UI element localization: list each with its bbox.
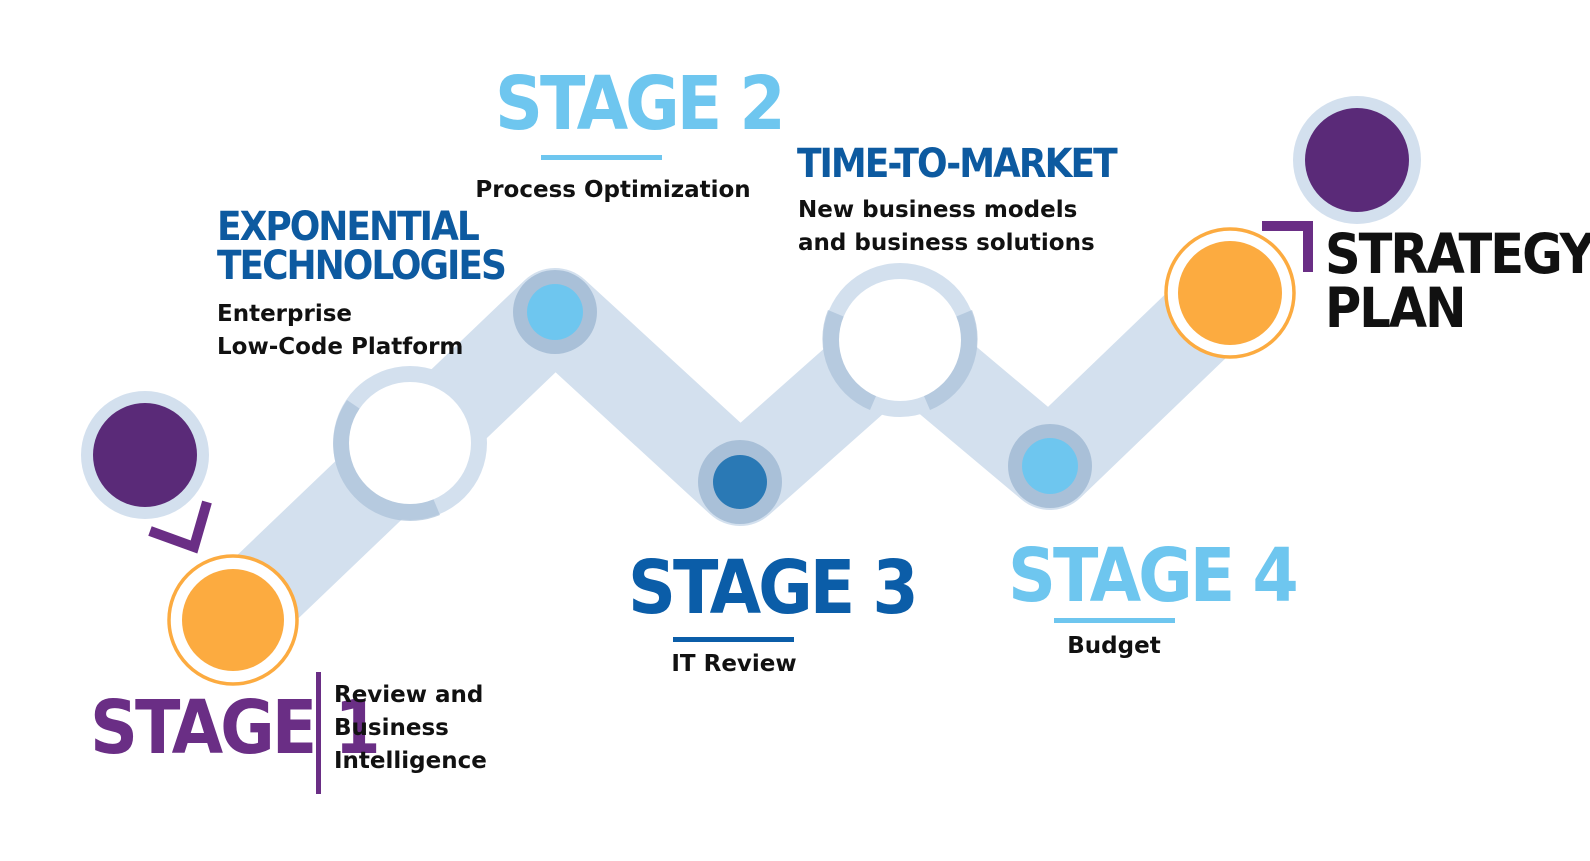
stage1-title: STAGE 1 — [90, 685, 381, 771]
stage1-description: Review and Business Intelligence — [334, 679, 487, 778]
stage1-divider — [316, 672, 321, 794]
start-node — [81, 391, 209, 519]
time-to-market-description: New business models and business solutio… — [798, 194, 1095, 260]
time-to-market-line: New business models — [798, 197, 1078, 223]
stage4-subtitle: Budget — [1067, 633, 1161, 659]
stage3-node — [698, 440, 782, 524]
stage1-line: Review and — [334, 682, 484, 708]
exponential-line: Low-Code Platform — [217, 334, 464, 360]
end-node — [1293, 96, 1421, 224]
stage2-node — [513, 270, 597, 354]
stage3-subtitle: IT Review — [671, 651, 797, 677]
exponential-title-line: EXPONENTIAL — [217, 204, 480, 250]
exponential-title-line: TECHNOLOGIES — [217, 243, 507, 290]
strategy-title-line: PLAN — [1325, 275, 1467, 340]
stage4-title: STAGE 4 — [1008, 533, 1299, 619]
time-to-market-title: TIME-TO-MARKET — [797, 141, 1118, 187]
stage1-line: Business — [334, 715, 449, 741]
stage1-node — [167, 554, 299, 686]
time-to-market-line: and business solutions — [798, 230, 1095, 256]
exponential-line: Enterprise — [217, 301, 353, 327]
stage2-title: STAGE 2 — [495, 61, 786, 147]
exponential-description: Enterprise Low-Code Platform — [217, 298, 463, 364]
stage2-underline — [541, 155, 662, 160]
stage3-underline — [673, 637, 794, 642]
stage4-underline — [1054, 618, 1175, 623]
exponential-node — [333, 366, 487, 522]
strategy-orange-node — [1164, 227, 1296, 359]
strategy-title-line: STRATEGY — [1325, 222, 1590, 286]
stage1-line: Intelligence — [334, 748, 487, 774]
exponential-title: EXPONENTIAL TECHNOLOGIES — [217, 204, 507, 290]
chevron-up-right-icon — [1262, 221, 1313, 272]
stage2-subtitle: Process Optimization — [475, 177, 751, 203]
strategy-title: STRATEGY PLAN — [1325, 222, 1590, 340]
time-to-market-node — [822, 263, 978, 417]
stage3-title: STAGE 3 — [628, 545, 919, 631]
chevron-down-right-icon — [148, 500, 212, 554]
stage4-node — [1008, 424, 1092, 508]
